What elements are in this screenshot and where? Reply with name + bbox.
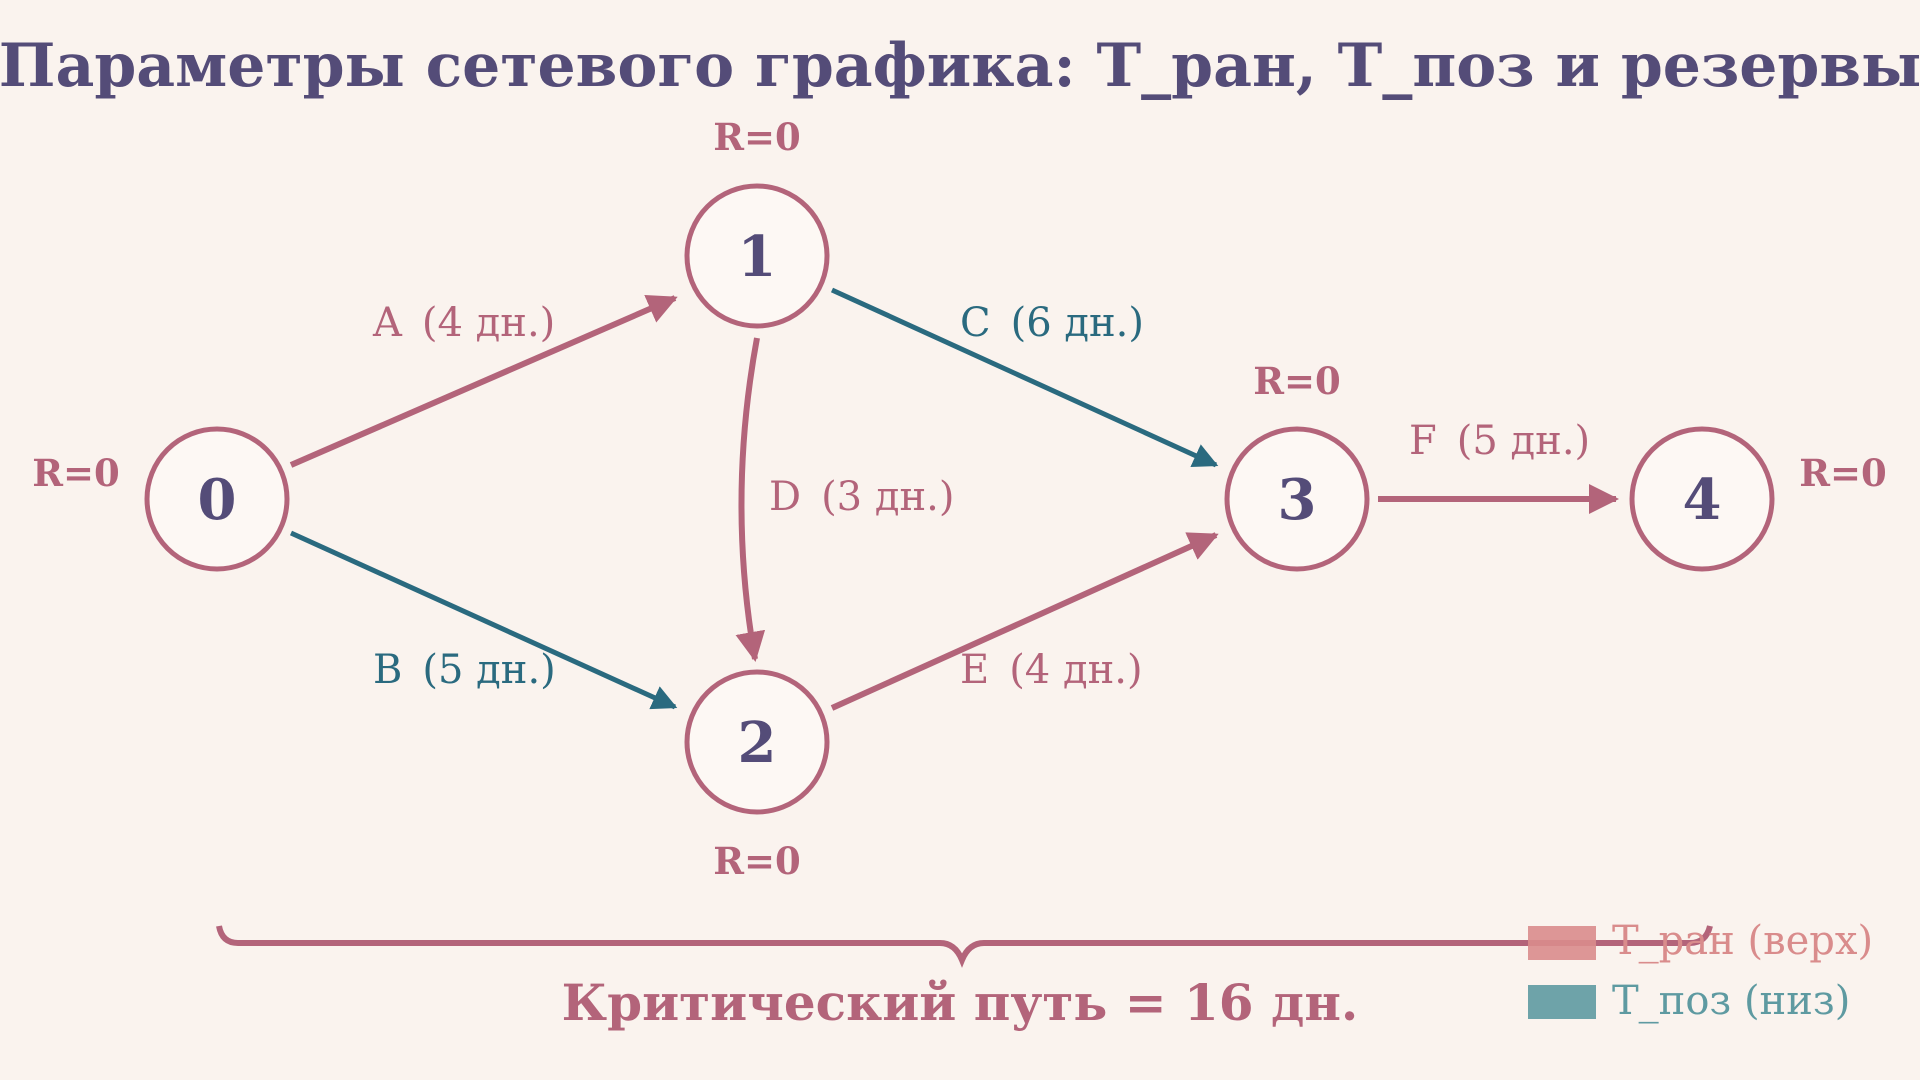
node-4-reserve: R=0	[1799, 451, 1887, 495]
edge-a-label: A(4 дн.)	[372, 300, 555, 346]
node-0: 0	[144, 426, 290, 572]
node-2: 2	[684, 669, 830, 815]
edge-e	[830, 532, 1219, 711]
edge-b-label: B(5 дн.)	[373, 647, 556, 693]
node-2-label: 2	[738, 710, 777, 776]
diagram-title: Параметры сетевого графика: Т_ран, Т_поз…	[0, 31, 1920, 101]
edge-b	[289, 530, 678, 710]
node-4: 4	[1629, 426, 1775, 572]
edge-d	[735, 337, 766, 662]
node-3-reserve: R=0	[1253, 359, 1341, 403]
edge-e-label: E(4 дн.)	[960, 647, 1143, 693]
node-3: 3	[1224, 426, 1370, 572]
edge-a	[289, 295, 678, 468]
legend-swatch-early	[1528, 926, 1596, 960]
critical-path-label: Критический путь = 16 дн.	[562, 973, 1359, 1032]
edge-c	[830, 287, 1219, 468]
node-1-label: 1	[738, 224, 777, 290]
legend-label-late: Т_поз (низ)	[1612, 978, 1850, 1024]
legend-swatch-late	[1528, 985, 1596, 1019]
node-0-label: 0	[198, 467, 237, 533]
critical-path-brace	[216, 925, 1713, 968]
node-2-reserve: R=0	[713, 839, 801, 883]
node-1-reserve: R=0	[713, 115, 801, 159]
edge-d-label: D(3 дн.)	[769, 474, 954, 520]
legend-label-early: Т_ран (верх)	[1612, 918, 1873, 964]
edge-f-label: F(5 дн.)	[1409, 418, 1590, 464]
edge-c-label: C(6 дн.)	[960, 300, 1144, 346]
legend: Т_ран (верх) Т_поз (низ)	[1528, 918, 1873, 1024]
node-1: 1	[684, 183, 830, 329]
node-0-reserve: R=0	[32, 451, 120, 495]
node-3-label: 3	[1278, 467, 1317, 533]
node-4-label: 4	[1683, 467, 1722, 533]
